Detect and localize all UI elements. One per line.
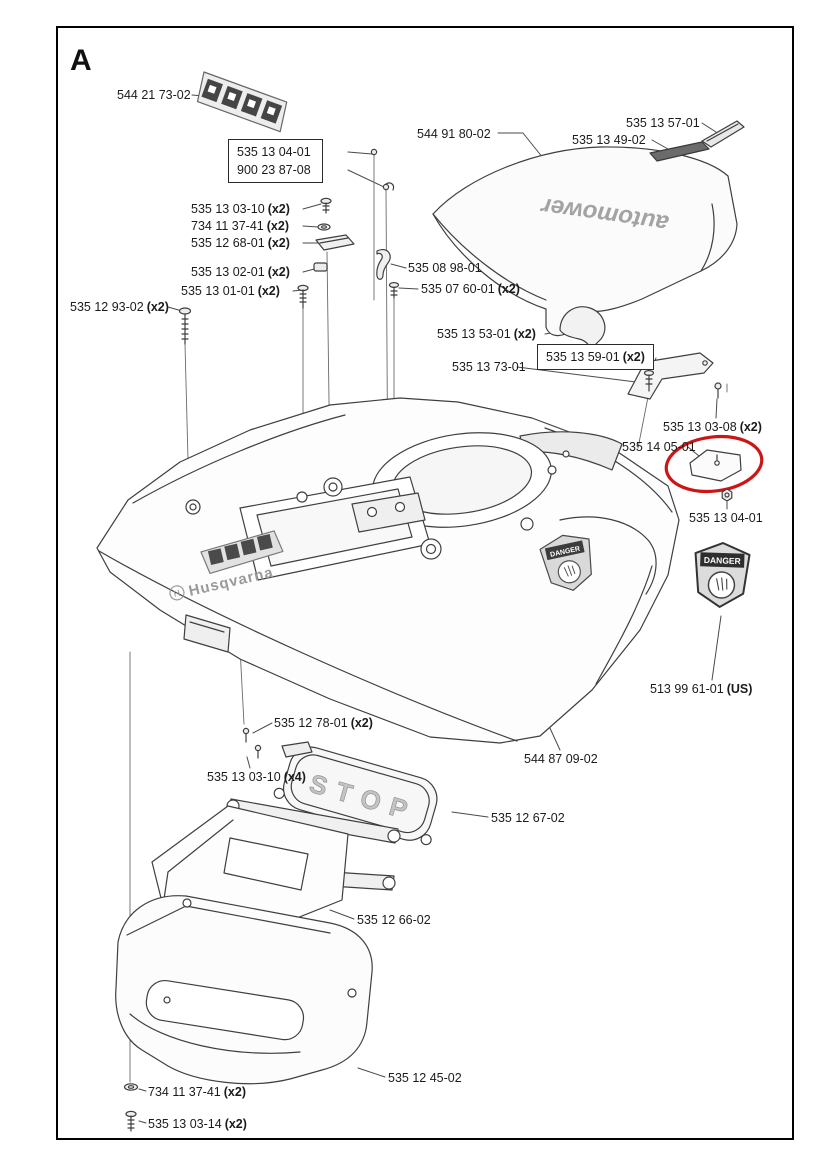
top-cover: automower	[432, 146, 738, 337]
danger-sticker-us: DANGER	[694, 542, 751, 608]
cover-latch-wedge	[701, 120, 745, 148]
fastener-cluster	[178, 148, 400, 345]
bottom-fasteners	[123, 1083, 139, 1132]
cover-edge-strip	[649, 141, 710, 162]
clip-fasteners	[242, 727, 313, 759]
nut-part	[721, 488, 733, 502]
red-highlight-circle	[664, 434, 764, 494]
diagram-frame	[56, 26, 794, 1140]
cover-plate-part	[689, 449, 742, 482]
front-bumper	[115, 895, 373, 1085]
section-label: A	[70, 44, 92, 77]
danger-sticker-body: DANGER	[539, 534, 592, 591]
warning-sticker-top	[196, 71, 288, 133]
danger-text-us: DANGER	[704, 555, 741, 566]
crown-h-icon: H	[173, 588, 182, 599]
warning-sticker-body	[200, 530, 284, 575]
rear-bracket-assembly	[559, 306, 722, 400]
main-body	[96, 397, 680, 744]
